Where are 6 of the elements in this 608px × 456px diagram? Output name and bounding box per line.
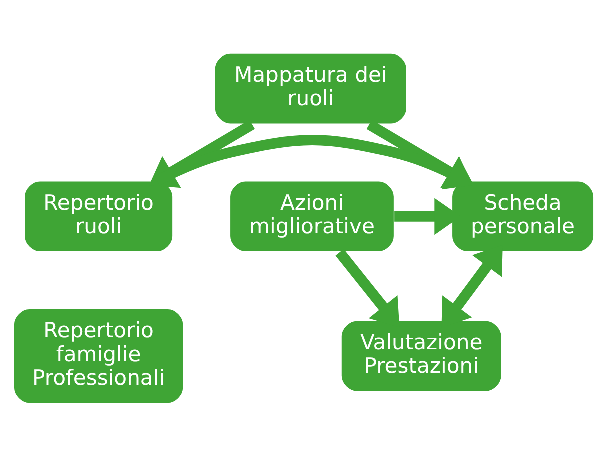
node-box: Repertorio famiglie Professionali — [13, 308, 184, 404]
node-box: Scheda personale — [451, 180, 595, 252]
node-box: Mappatura dei ruoli — [214, 52, 408, 125]
node-box: Repertorio ruoli — [24, 180, 174, 252]
node-box: Azioni migliorative — [229, 180, 396, 252]
node-box: Valutazione Prestazioni — [340, 320, 503, 392]
